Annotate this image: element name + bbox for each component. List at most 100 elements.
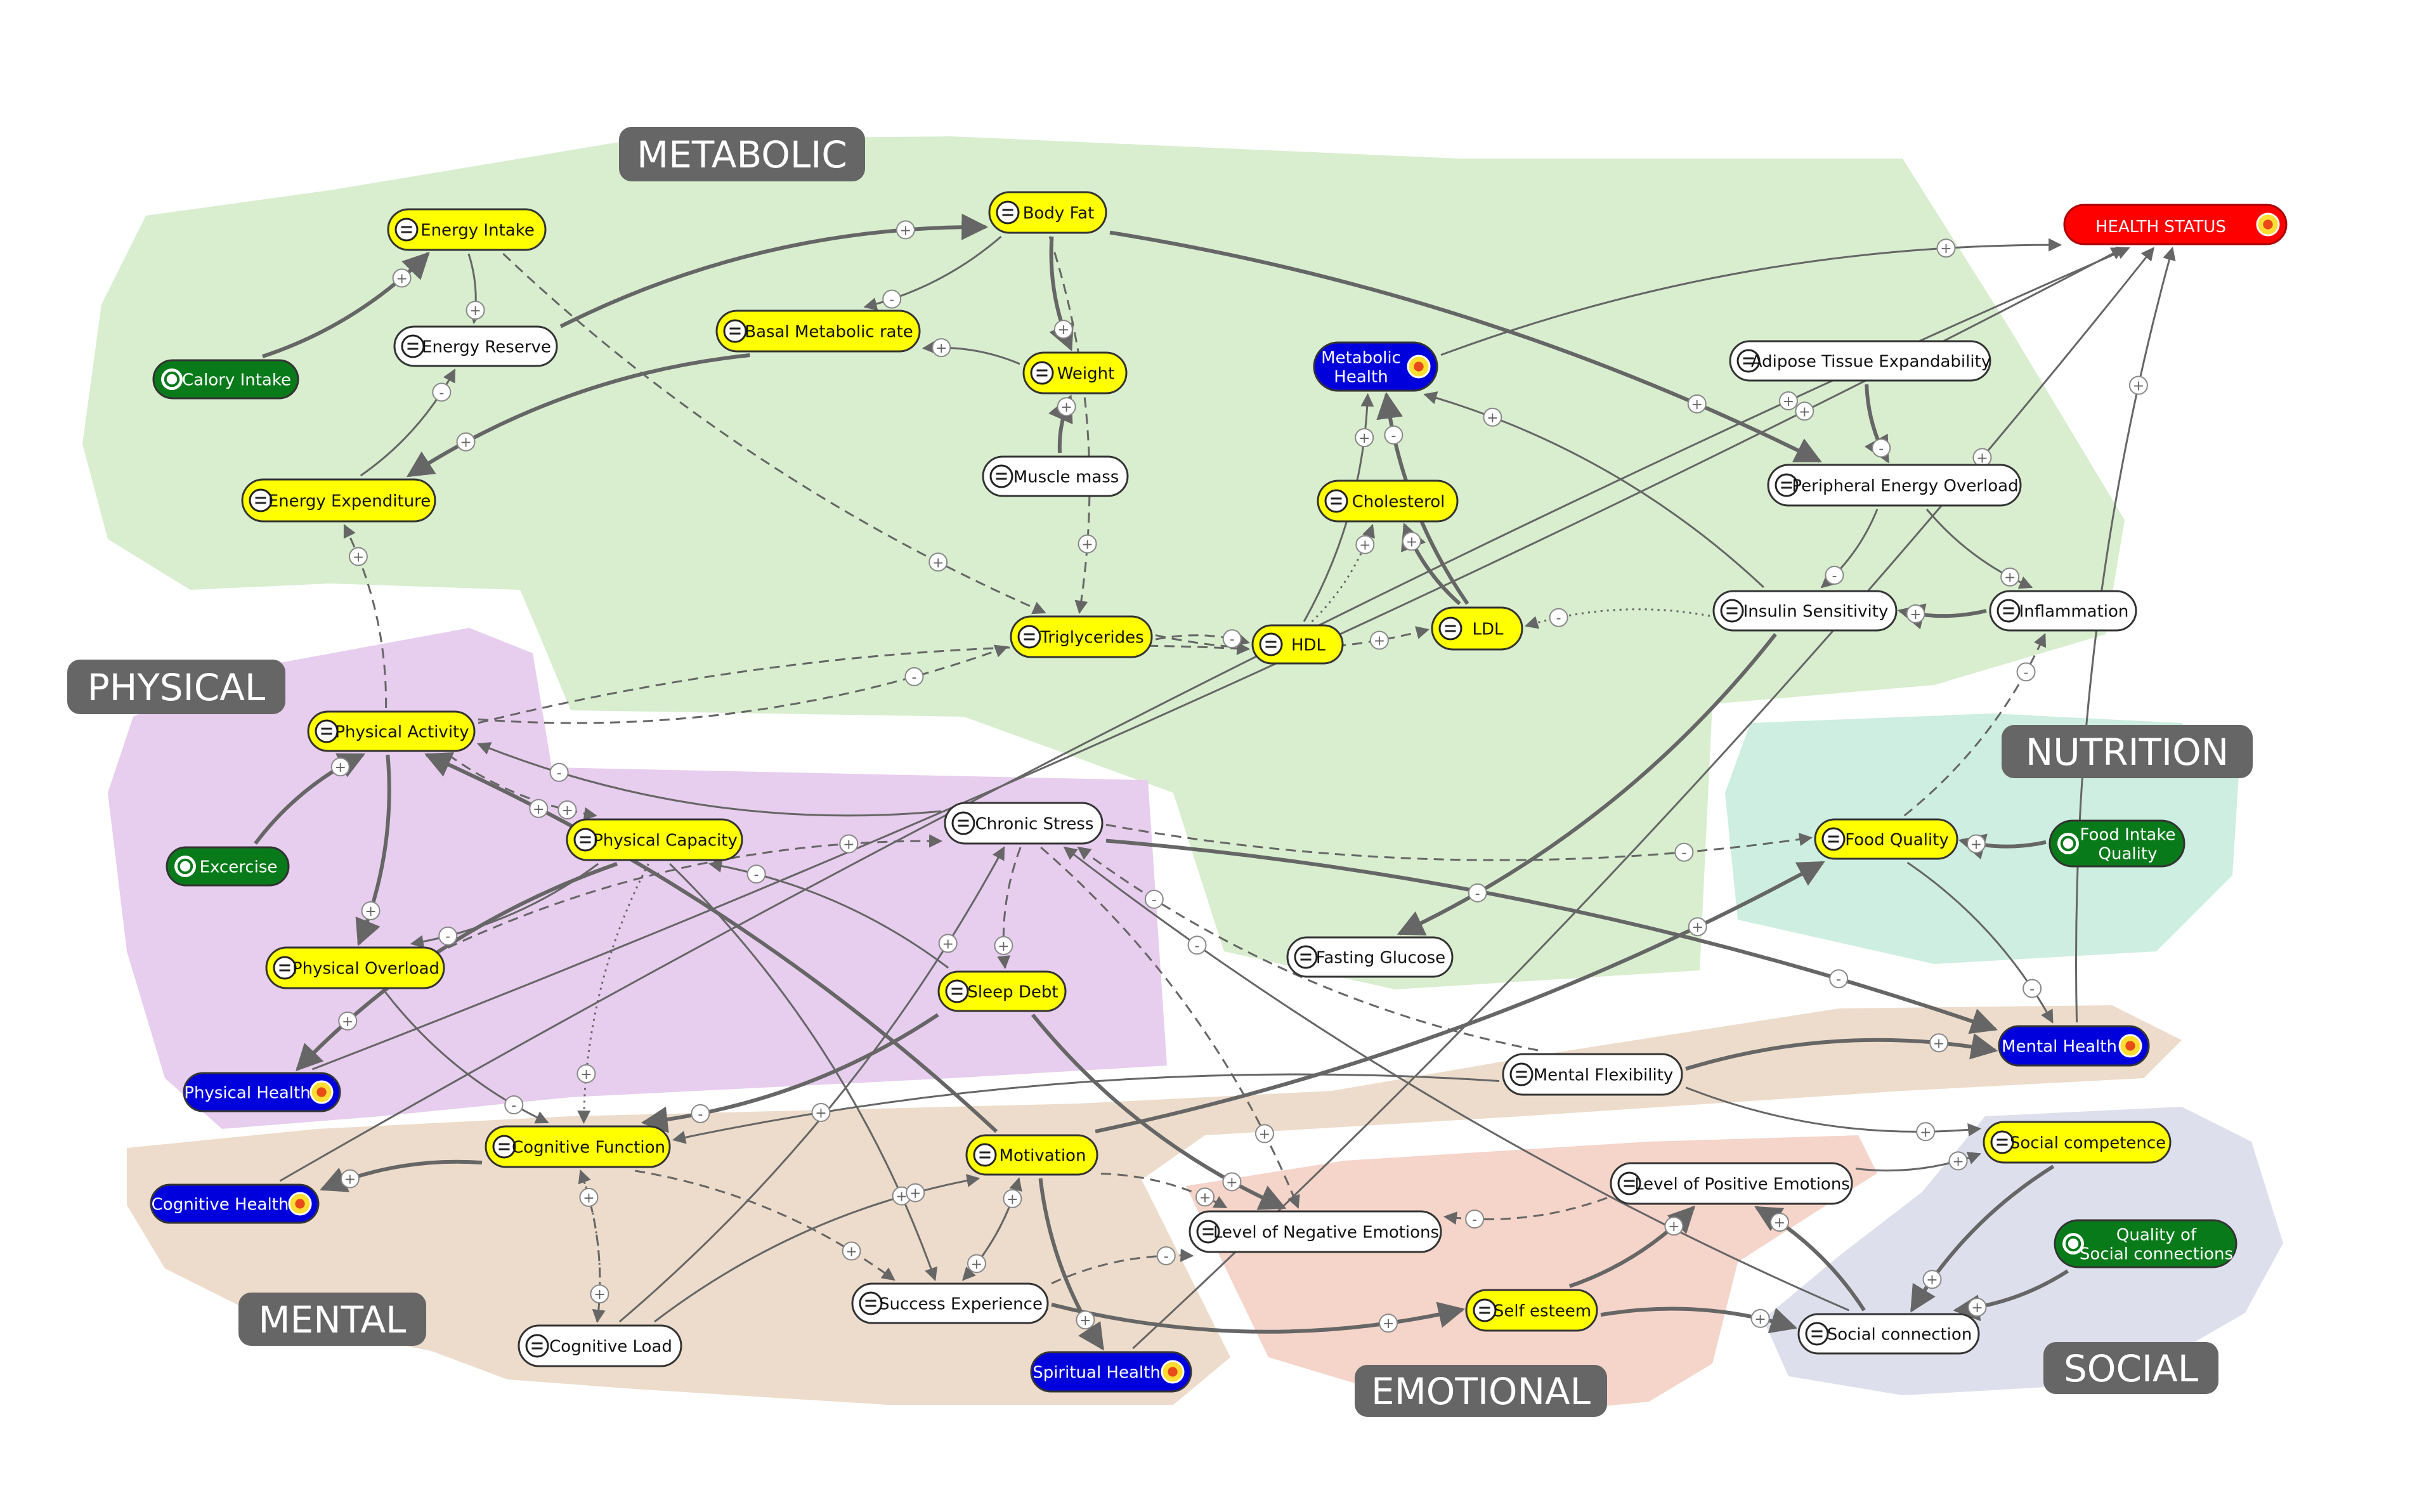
node-sleep-debt[interactable]: Sleep Debt <box>937 970 1067 1012</box>
node-inflammation[interactable]: Inflammation <box>1989 590 2137 632</box>
causal-link <box>477 742 942 817</box>
causal-link <box>2075 246 2176 1023</box>
node-pill <box>982 455 1129 497</box>
link-sign: + <box>1967 1298 1987 1317</box>
causal-link <box>311 247 2125 1071</box>
node-chronic-stress[interactable]: Chronic Stress <box>944 802 1104 845</box>
node-body-fat[interactable]: Body Fat <box>988 191 1107 234</box>
node-health-status[interactable]: HEALTH STATUS <box>2063 204 2288 245</box>
node-adipose[interactable]: Adipose Tissue Expandability <box>1729 340 1991 382</box>
node-energy-expenditure[interactable]: Energy Expenditure <box>241 478 436 523</box>
link-sign: + <box>557 800 577 819</box>
svg-text:-: - <box>2024 665 2029 681</box>
node-label: HEALTH STATUS <box>2095 218 2226 237</box>
node-negative-emotions[interactable]: Level of Negative Emotions <box>1189 1210 1442 1253</box>
node-label: Excercise <box>200 857 278 877</box>
causal-link <box>447 834 943 949</box>
svg-text:+: + <box>1933 1036 1944 1052</box>
node-calory-intake[interactable]: Calory Intake <box>152 359 299 400</box>
node-basal-metabolic-rate[interactable]: Basal Metabolic rate <box>715 310 921 353</box>
svg-text:+: + <box>998 939 1009 955</box>
node-label: Food Quality <box>1845 830 1949 849</box>
node-label: Social connection <box>1827 1325 1972 1344</box>
node-social-connection[interactable]: Social connection <box>1797 1313 1980 1355</box>
equals-icon <box>1509 1062 1534 1086</box>
link-sign: - <box>438 926 458 946</box>
node-pill <box>241 478 436 523</box>
svg-text:+: + <box>1058 322 1069 338</box>
svg-text:-: - <box>698 1107 703 1123</box>
node-pill <box>307 710 476 752</box>
svg-text:+: + <box>1383 1316 1394 1332</box>
node-social-competence[interactable]: Social competence <box>1983 1121 2172 1164</box>
svg-text:+: + <box>1691 397 1703 413</box>
node-mental-health[interactable]: Mental Health <box>1998 1025 2150 1067</box>
sun-icon <box>288 1192 312 1216</box>
svg-text:+: + <box>1226 1175 1237 1190</box>
causal-link <box>1685 1033 1998 1071</box>
zone-layer <box>82 136 2283 1408</box>
node-peripheral[interactable]: Peripheral Energy Overload <box>1767 464 2022 507</box>
svg-text:+: + <box>1940 241 1951 257</box>
link-sign: - <box>904 667 924 686</box>
node-physical-overload[interactable]: Physical Overload <box>265 946 445 989</box>
svg-text:+: + <box>815 1105 826 1121</box>
svg-text:MENTAL: MENTAL <box>259 1298 407 1341</box>
link-sign: + <box>579 1187 599 1207</box>
link-sign: + <box>1076 1310 1095 1330</box>
link-sign-layer: ++-++++-++--++--+++-+-++++-++++++-+++-+-… <box>330 220 2148 1333</box>
zone-label-mental: MENTAL <box>238 1293 426 1346</box>
node-success-experience[interactable]: Success Experience <box>851 1282 1049 1324</box>
node-ldl[interactable]: LDL <box>1431 606 1523 651</box>
node-insulin-sensitivity[interactable]: Insulin Sensitivity <box>1712 590 1898 632</box>
node-label: Triglycerides <box>1039 628 1143 647</box>
node-label: Insulin Sensitivity <box>1743 602 1889 621</box>
node-physical-capacity[interactable]: Physical Capacity <box>566 818 743 861</box>
link-sign: - <box>1829 969 1849 989</box>
link-sign: + <box>811 1103 831 1123</box>
node-pill <box>2054 1219 2237 1268</box>
node-energy-intake[interactable]: Energy Intake <box>387 208 547 251</box>
node-weight[interactable]: Weight <box>1022 351 1128 394</box>
equals-icon <box>989 464 1013 488</box>
node-muscle-mass[interactable]: Muscle mass <box>982 455 1129 497</box>
node-cognitive-load[interactable]: Cognitive Load <box>518 1324 682 1367</box>
causal-link <box>708 859 949 969</box>
metabolic-zone <box>82 136 2125 989</box>
node-fasting-glucose[interactable]: Fasting Glucose <box>1286 936 1454 978</box>
node-mental-flexibility[interactable]: Mental Flexibility <box>1502 1053 1683 1096</box>
node-energy-reserve[interactable]: Energy Reserve <box>393 325 558 367</box>
node-positive-emotions[interactable]: Level of Positive Emotions <box>1610 1162 1853 1205</box>
node-food-quality[interactable]: Food Quality <box>1814 818 1958 860</box>
node-self-esteem[interactable]: Self esteem <box>1465 1289 1598 1332</box>
link-sign: - <box>1156 1246 1176 1265</box>
node-physical-activity[interactable]: Physical Activity <box>307 710 476 752</box>
node-cognitive-function[interactable]: Cognitive Function <box>485 1125 671 1168</box>
gear-icon <box>161 368 183 390</box>
link-sign: + <box>361 901 381 920</box>
node-physical-health[interactable]: Physical Health <box>183 1072 341 1112</box>
svg-text:+: + <box>1487 410 1498 426</box>
node-spiritual-health[interactable]: Spiritual Health <box>1030 1351 1192 1393</box>
node-label: Physical Health <box>184 1083 310 1102</box>
node-cognitive-health[interactable]: Cognitive Health <box>150 1183 320 1224</box>
node-pill <box>265 946 445 989</box>
svg-text:+: + <box>396 271 407 287</box>
node-hdl[interactable]: HDL <box>1251 624 1344 665</box>
node-excercise[interactable]: Excercise <box>166 846 290 887</box>
node-cholesterol[interactable]: Cholesterol <box>1317 479 1459 523</box>
svg-text:+: + <box>342 1014 353 1030</box>
equals-icon <box>394 218 419 242</box>
link-sign: + <box>938 934 958 953</box>
equals-icon <box>1324 489 1348 513</box>
svg-text:+: + <box>900 223 911 238</box>
causal-link <box>1063 846 1849 1312</box>
svg-text:-: - <box>1556 611 1561 627</box>
node-triglycerides[interactable]: Triglycerides <box>1010 615 1153 658</box>
node-motivation[interactable]: Motivation <box>965 1134 1098 1176</box>
link-sign: + <box>1972 448 1992 467</box>
